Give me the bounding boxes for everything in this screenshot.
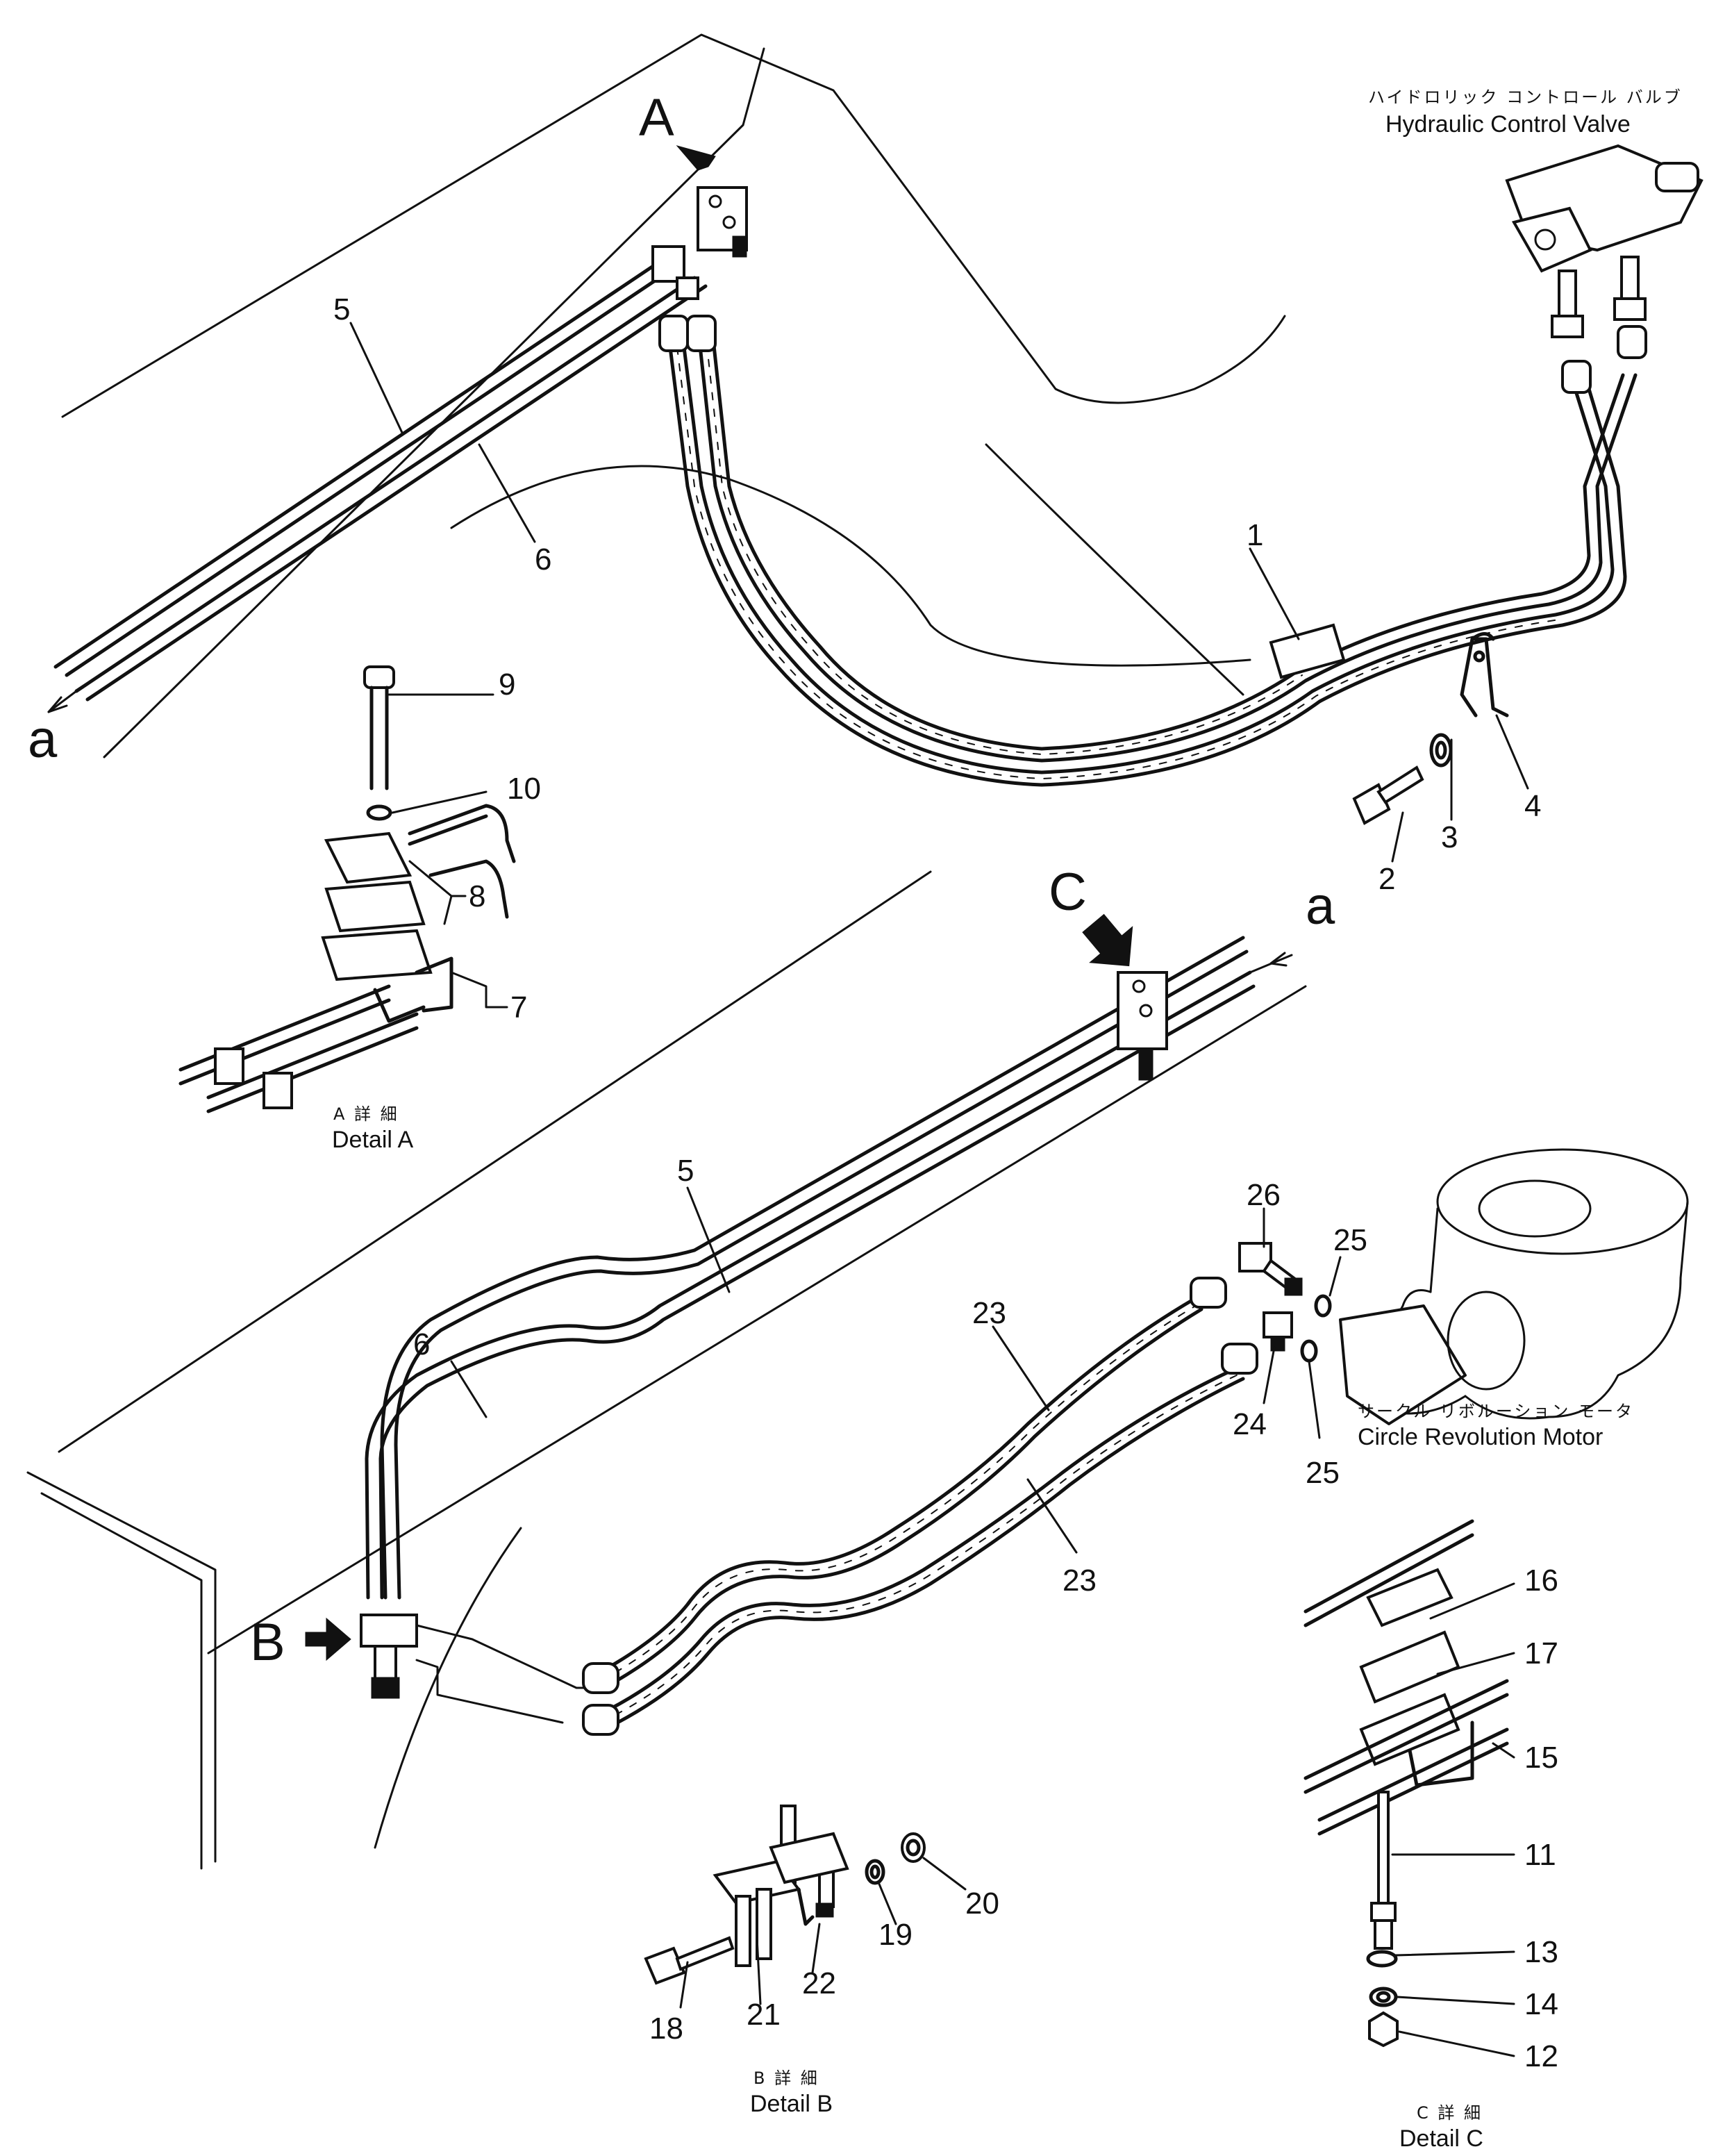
callout-20: 20: [965, 1886, 999, 1921]
callout-5-upper: 5: [333, 292, 350, 326]
hose-fittings-upper: [658, 315, 1647, 394]
hydraulic-control-valve: [1505, 144, 1703, 338]
callout-26: 26: [1247, 1178, 1281, 1212]
callout-6-upper: 6: [535, 542, 551, 577]
hoses-upper: [668, 324, 1638, 787]
clamp-block-b: [360, 1614, 418, 1699]
pipe-6-lower: [365, 970, 1256, 1600]
detail-b-caption: Detail B: [750, 2091, 833, 2117]
component-labels: ハイドロリック コントロール バルブ Hydraulic Control Val…: [1358, 88, 1683, 1450]
callout-14: 14: [1524, 1987, 1558, 2021]
elbow-26: [1238, 1242, 1303, 1296]
part-callouts: 1 2 3 4 5 6 7 8 9 10 5 6 23 23 24 25 25 …: [333, 292, 1558, 2073]
circle-revolution-motor-label: Circle Revolution Motor: [1358, 1424, 1603, 1450]
callout-5-lower: 5: [677, 1154, 694, 1188]
view-letter-c: C: [1049, 863, 1087, 922]
callout-25-lower: 25: [1306, 1456, 1340, 1490]
fitting-24: [1263, 1311, 1293, 1352]
callout-21: 21: [747, 1998, 781, 2032]
detail-captions: A 詳 細 Detail A B 詳 細 Detail B C 詳 細 Deta…: [332, 1104, 1483, 2152]
callout-19: 19: [878, 1918, 913, 1952]
arrow-label-a-bottom: a: [1306, 877, 1335, 936]
view-arrow-c: [1082, 913, 1133, 967]
hydraulic-control-valve-label-jp: ハイドロリック コントロール バルブ: [1368, 88, 1683, 107]
callout-16: 16: [1524, 1564, 1558, 1598]
part-3-washer: [1429, 733, 1453, 768]
callout-23-upper: 23: [972, 1296, 1006, 1330]
leaders-upper: [349, 322, 1529, 863]
callout-15: 15: [1524, 1741, 1558, 1775]
leaders-lower: [450, 1186, 1342, 1554]
callout-23-lower: 23: [1063, 1564, 1097, 1598]
detail-c-drawing: [1303, 1519, 1509, 2048]
callout-10: 10: [507, 772, 541, 806]
callout-7: 7: [510, 990, 527, 1025]
o-rings-25: [1300, 1294, 1332, 1363]
pipe-6-upper: [74, 276, 708, 702]
detail-a-drawing: [178, 665, 516, 1113]
callout-24: 24: [1233, 1407, 1267, 1441]
hoses-23: [595, 1297, 1245, 1732]
detail-c-caption-jp: C 詳 細: [1417, 2103, 1483, 2123]
pipe-5-upper: [53, 255, 680, 677]
view-letter-b: B: [250, 1613, 285, 1672]
part-4-clamp: [1460, 632, 1509, 718]
callout-8: 8: [469, 879, 485, 913]
callout-17: 17: [1524, 1636, 1558, 1670]
circle-revolution-motor-label-jp: サークル リボルーション モータ: [1358, 1402, 1634, 1421]
machine-frame-outline: [26, 33, 1307, 1870]
arrow-a-bottom: [1249, 952, 1293, 974]
callout-3: 3: [1441, 820, 1458, 854]
pipe-5-lower: [380, 936, 1249, 1600]
view-marker-text: A C B a a: [28, 88, 1335, 1672]
leaders-detail-a: [388, 693, 508, 1009]
detail-a-caption-jp: A 詳 細: [333, 1104, 399, 1124]
callout-2: 2: [1378, 862, 1395, 896]
b-connection-lines: [415, 1624, 585, 1724]
callout-18: 18: [649, 2012, 683, 2046]
detail-b-caption-jp: B 詳 細: [753, 2068, 819, 2088]
callout-12: 12: [1524, 2039, 1558, 2073]
arrow-label-a-top: a: [28, 710, 58, 769]
circle-revolution-motor: [1339, 1148, 1689, 1425]
view-arrow-a: [676, 145, 716, 171]
hydraulic-control-valve-label: Hydraulic Control Valve: [1385, 111, 1631, 138]
clamp-block-c: [1117, 971, 1168, 1081]
callout-4: 4: [1524, 789, 1541, 823]
leaders-detail-b: [679, 1857, 967, 2009]
callout-13: 13: [1524, 1935, 1558, 1969]
leaders-detail-c: [1391, 1582, 1515, 2057]
callout-22: 22: [802, 1966, 836, 2000]
clamp-block-a: [651, 186, 748, 300]
view-arrow-b: [305, 1617, 351, 1661]
callout-9: 9: [499, 667, 515, 702]
callout-11: 11: [1524, 1838, 1556, 1872]
callout-6-lower: 6: [413, 1327, 430, 1361]
detail-a-caption: Detail A: [332, 1127, 413, 1153]
hose-fittings-lower: [582, 1277, 1258, 1736]
detail-b-drawing: [644, 1805, 926, 1985]
part-2-bolt: [1352, 765, 1424, 825]
part-1-block: [1269, 623, 1346, 679]
callout-1: 1: [1247, 518, 1263, 552]
view-letter-a: A: [639, 88, 674, 147]
arrow-a-top: [47, 690, 78, 713]
callout-25-upper: 25: [1333, 1223, 1367, 1257]
detail-c-caption: Detail C: [1399, 2125, 1483, 2152]
